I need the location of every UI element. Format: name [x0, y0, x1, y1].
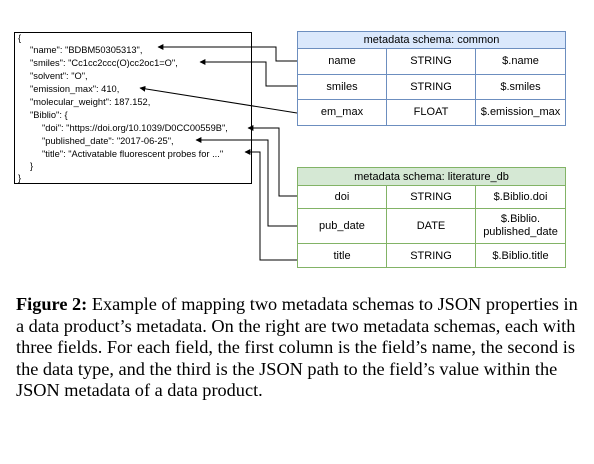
json-close-brace: }: [18, 173, 22, 183]
table-row: em_max FLOAT $.emission_max: [297, 99, 567, 126]
json-name-line: "name": "BDBM50305313",: [30, 45, 143, 55]
field-path-line-1: $.Biblio.: [500, 213, 541, 225]
json-published-date-line: "published_date": "2017-06-25",: [42, 136, 174, 146]
json-emission-line: "emission_max": 410,: [30, 84, 120, 94]
field-path-cell: $.emission_max: [474, 99, 567, 126]
field-path-cell: $.Biblio.title: [475, 243, 566, 268]
field-name-cell: em_max: [297, 99, 387, 126]
literature-schema-title: metadata schema: literature_db: [297, 167, 566, 186]
common-schema-table: metadata schema: common name STRING $.na…: [296, 31, 567, 126]
literature-schema-table: metadata schema: literature_db doi STRIN…: [297, 167, 566, 268]
connector-name: [157, 44, 297, 62]
connector-title: [244, 149, 297, 261]
field-type-cell: STRING: [386, 48, 476, 75]
json-title-line: "title": "Activatable fluorescent probes…: [42, 149, 224, 159]
table-row: title STRING $.Biblio.title: [297, 243, 566, 268]
figure-caption: Figure 2: Example of mapping two metadat…: [16, 294, 582, 402]
schema-mapping-figure: { "name": "BDBM50305313", "smiles": "Cc1…: [14, 31, 567, 268]
json-biblio-line: "Biblio": {: [30, 110, 68, 120]
field-name-cell: doi: [297, 185, 387, 209]
field-type-cell: STRING: [386, 73, 476, 100]
field-type-cell: FLOAT: [386, 99, 476, 126]
json-smiles-line: "smiles": "Cc1cc2ccc(O)cc2oc1=O",: [30, 58, 178, 68]
connector-doi: [247, 125, 297, 197]
field-type-cell: DATE: [386, 208, 476, 244]
connector-pub-date: [195, 137, 297, 227]
json-doi-line: "doi": "https://doi.org/10.1039/D0CC0055…: [42, 123, 228, 133]
figure-label: Figure 2:: [16, 294, 88, 314]
json-molecular-weight-line: "molecular_weight": 187.152,: [30, 97, 151, 107]
field-path-line-2: published_date: [483, 226, 558, 238]
field-path-cell: $.name: [474, 48, 567, 75]
field-name-cell: smiles: [297, 73, 387, 100]
caption-text: Example of mapping two metadata schemas …: [16, 294, 578, 400]
field-type-cell: STRING: [386, 243, 476, 268]
table-row: pub_date DATE $.Biblio. published_date: [297, 208, 566, 244]
field-name-cell: name: [297, 48, 387, 75]
connector-lines: [139, 44, 298, 261]
connector-em-max: [139, 85, 298, 114]
table-row: name STRING $.name: [297, 48, 567, 75]
field-type-cell: STRING: [386, 185, 476, 209]
field-path-cell: $.smiles: [474, 73, 567, 100]
json-open-brace: {: [18, 33, 22, 43]
field-name-cell: title: [297, 243, 387, 268]
field-path-cell: $.Biblio. published_date: [475, 208, 566, 244]
json-metadata-box: { "name": "BDBM50305313", "smiles": "Cc1…: [14, 32, 252, 184]
json-biblio-close-brace: }: [30, 161, 34, 171]
table-row: smiles STRING $.smiles: [297, 73, 567, 100]
common-schema-title: metadata schema: common: [296, 31, 567, 49]
connector-smiles: [199, 59, 297, 87]
field-name-cell: pub_date: [297, 208, 387, 244]
field-path-cell: $.Biblio.doi: [475, 185, 566, 209]
json-solvent-line: "solvent": "O",: [30, 71, 88, 81]
table-row: doi STRING $.Biblio.doi: [297, 185, 566, 209]
